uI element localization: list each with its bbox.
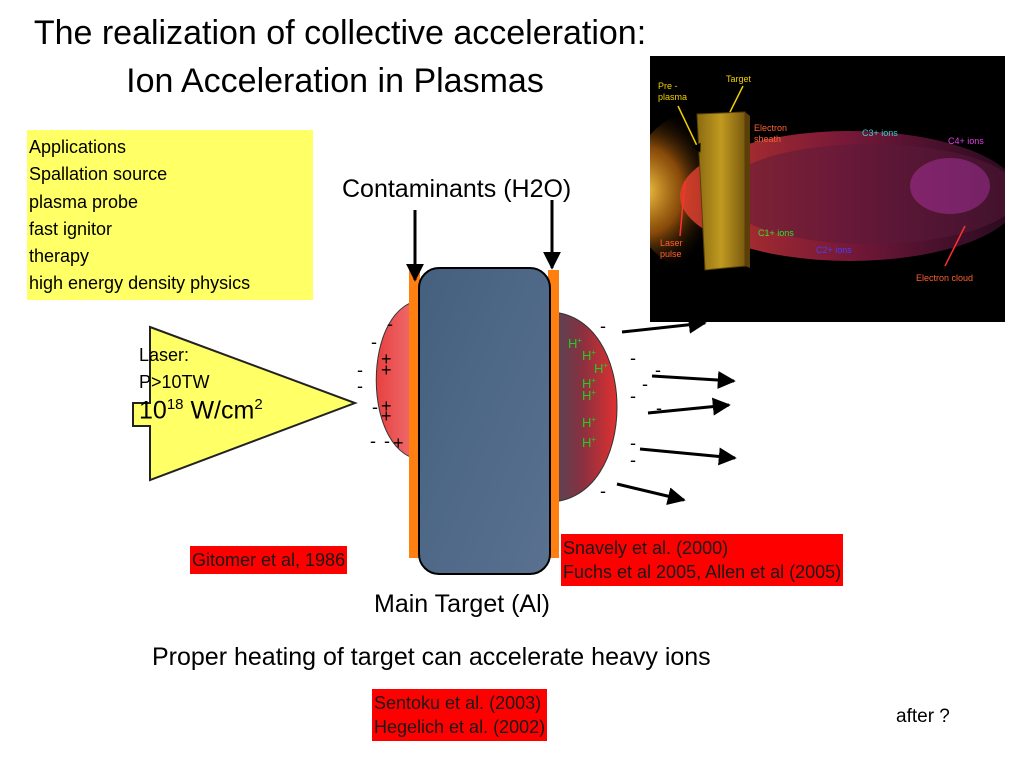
proton-sign: +: [381, 349, 392, 369]
electron-sign: -: [600, 481, 606, 501]
hydrogen-ion: H+: [582, 415, 596, 430]
ion-arrow: [639, 447, 737, 466]
laser-label: Laser: P>10TW: [139, 342, 210, 396]
footer-note: after ?: [896, 706, 950, 727]
rear-sheath-blob: [547, 311, 618, 503]
hydrogen-ion: H+: [568, 336, 582, 351]
simulation-inset-image: Pre - plasma Target Electron sheath Lase…: [650, 56, 1005, 322]
electron-sign: -: [387, 314, 393, 334]
electron-sign: -: [384, 431, 390, 451]
applications-item: plasma probe: [29, 191, 139, 212]
electron-sign: -: [630, 348, 636, 368]
ion-arrow: [651, 371, 736, 389]
reference-line: Hegelich et al. (2002): [374, 717, 546, 737]
reference-line: Sentoku et al. (2003): [374, 693, 542, 713]
caption: Proper heating of target can accelerate …: [152, 643, 711, 671]
inset-label-electron-cloud: Electron cloud: [916, 273, 973, 283]
reference-line: Snavely et al. (2000): [563, 538, 729, 558]
electron-sign: -: [630, 386, 636, 406]
contaminant-layer-rear: [548, 270, 559, 558]
proton-sign: +: [381, 396, 392, 416]
slide-title-line1: The realization of collective accelerati…: [33, 14, 647, 52]
inset-label-laser-pulse: Laser: [660, 238, 683, 248]
hydrogen-ion: H+: [582, 388, 596, 403]
electron-sign: -: [371, 332, 377, 352]
ion-arrow: [621, 315, 707, 334]
inset-label-laser-pulse: pulse: [660, 249, 682, 259]
slide-title-line2: Ion Acceleration in Plasmas: [126, 62, 544, 100]
hydrogen-ion: H+: [594, 361, 608, 376]
applications-item: high energy density physics: [29, 273, 251, 294]
applications-item: Spallation source: [29, 164, 168, 185]
inset-label-target: Target: [726, 74, 752, 84]
hydrogen-ion: H+: [582, 376, 596, 391]
main-target-label: Main Target (Al): [374, 590, 550, 618]
contaminant-layer-front: [409, 270, 420, 558]
applications-item: fast ignitor: [29, 218, 113, 239]
main-target-block: [418, 267, 551, 575]
electron-sign: -: [370, 431, 376, 451]
reference-sentoku: Sentoku et al. (2003) Hegelich et al. (2…: [372, 689, 548, 741]
reference-gitomer: Gitomer et al, 1986: [190, 546, 348, 574]
applications-box: Applications Spallation source plasma pr…: [27, 130, 313, 300]
ion-arrow: [647, 397, 731, 416]
inset-label-electron-sheath: sheath: [754, 134, 781, 144]
proton-sign: +: [381, 360, 392, 380]
inset-label-electron-sheath: Electron: [754, 123, 787, 133]
inset-label-c3: C3+ ions: [862, 128, 898, 138]
contaminants-label: Contaminants (H2O): [342, 175, 572, 203]
inset-label-preplasma: plasma: [658, 92, 687, 102]
inset-label-c2: C2+ ions: [816, 245, 852, 255]
reference-snavely: Snavely et al. (2000) Fuchs et al 2005, …: [561, 534, 844, 586]
electron-sign: -: [357, 376, 363, 396]
electron-sign: -: [372, 397, 378, 417]
hydrogen-ion: H+: [582, 435, 596, 450]
electron-sign: -: [656, 398, 662, 418]
electron-sign: -: [630, 450, 636, 470]
laser-pulse-shape: [132, 325, 358, 482]
applications-item: Applications: [29, 137, 127, 157]
electron-sign: -: [600, 316, 606, 336]
applications-item: therapy: [29, 246, 90, 267]
laser-intensity: 1018 W/cm2: [139, 396, 263, 425]
ion-arrow: [616, 482, 686, 505]
hydrogen-ion: H+: [582, 348, 596, 363]
electron-sign: -: [357, 360, 363, 380]
laser-title: Laser:: [139, 345, 190, 365]
reference-line: Fuchs et al 2005, Allen et al (2005): [563, 562, 842, 582]
c4-ion-cluster: [910, 158, 990, 214]
laser-power: P>10TW: [139, 372, 210, 392]
proton-sign: +: [381, 406, 392, 426]
inset-label-c4: C4+ ions: [948, 136, 984, 146]
electron-sign: -: [642, 374, 648, 394]
electron-sign: -: [655, 360, 661, 380]
inset-label-preplasma: Pre -: [658, 81, 678, 91]
inset-label-c1: C1+ ions: [758, 228, 794, 238]
electron-sign: -: [630, 433, 636, 453]
target-slab: [696, 111, 746, 271]
proton-sign: +: [393, 433, 404, 453]
